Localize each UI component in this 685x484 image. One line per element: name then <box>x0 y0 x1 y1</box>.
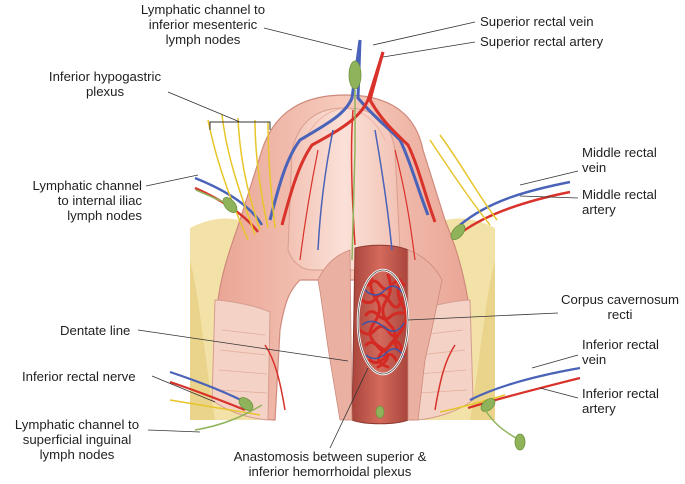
plexus-bracket <box>209 121 271 130</box>
label-corpus-cavernosum: Corpus cavernosum recti <box>560 292 679 322</box>
label-inferior-rectal-artery: Inferior rectal artery <box>582 386 659 416</box>
label-lymph-mesenteric: Lymphatic channel to inferior mesenteric… <box>140 2 266 47</box>
label-middle-rectal-artery: Middle rectal artery <box>582 187 657 217</box>
label-dentate-line: Dentate line <box>60 323 131 338</box>
anal-canal <box>317 244 443 425</box>
inferior-hypogastric-nerves <box>169 114 506 416</box>
label-superior-rectal-artery: Superior rectal artery <box>480 34 604 49</box>
rectal-lumen <box>287 107 401 271</box>
label-inferior-rectal-nerve: Inferior rectal nerve <box>22 369 136 384</box>
label-anastomosis: Anastomosis between superior & inferior … <box>233 449 427 479</box>
leader-lines <box>137 21 579 449</box>
superior-rectal-vessels <box>268 39 437 261</box>
label-inferior-rectal-vein: Inferior rectal vein <box>582 337 659 367</box>
label-inferior-hypogastric-plexus: Inferior hypogastric plexus <box>48 69 162 99</box>
label-superior-rectal-vein: Superior rectal vein <box>480 14 594 29</box>
label-lymph-internal-iliac: Lymphatic channel to internal iliac lymp… <box>32 178 142 223</box>
lymphatic-channels <box>194 60 526 451</box>
plexus-veins <box>361 285 406 360</box>
label-lymph-inguinal: Lymphatic channel to superficial inguina… <box>14 417 140 462</box>
label-middle-rectal-vein: Middle rectal vein <box>582 145 657 175</box>
